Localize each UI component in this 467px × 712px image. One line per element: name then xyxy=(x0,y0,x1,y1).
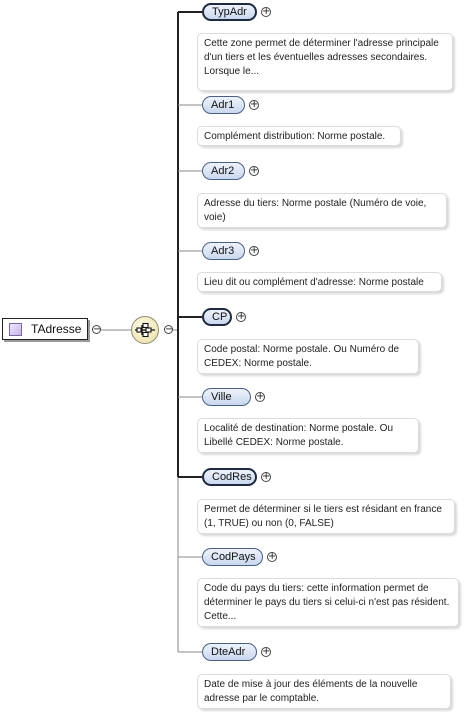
expand-toggle[interactable]: + xyxy=(261,471,271,482)
element-node-adr2[interactable]: Adr2 xyxy=(202,162,245,180)
expand-toggle[interactable]: + xyxy=(267,551,277,562)
documentation-box: Lieu dit ou complément d'adresse: Norme … xyxy=(197,272,442,292)
element-node-adr3[interactable]: Adr3 xyxy=(202,242,245,260)
element-node-dteadr[interactable]: DteAdr xyxy=(202,643,257,661)
root-collapse-toggle[interactable]: − xyxy=(92,324,102,335)
documentation-box: Code postal: Norme postale. Ou Numéro de… xyxy=(197,339,419,374)
root-element-box[interactable]: TAdresse xyxy=(2,318,88,340)
documentation-box: Cette zone permet de déterminer l'adress… xyxy=(197,33,453,91)
sequence-collapse-toggle[interactable]: − xyxy=(164,324,174,335)
documentation-box: Code du pays du tiers: cette information… xyxy=(197,578,459,627)
documentation-box: Complément distribution: Norme postale. xyxy=(197,126,401,146)
sequence-compositor[interactable] xyxy=(131,316,159,344)
root-element-label: TAdresse xyxy=(31,322,82,336)
expand-toggle[interactable]: + xyxy=(255,391,265,402)
complex-type-icon xyxy=(9,322,22,336)
expand-toggle[interactable]: + xyxy=(249,165,259,176)
element-node-cp[interactable]: CP xyxy=(202,308,232,326)
expand-toggle[interactable]: + xyxy=(249,245,259,256)
element-node-codres[interactable]: CodRes xyxy=(202,468,257,486)
expand-toggle[interactable]: + xyxy=(261,646,271,657)
documentation-box: Permet de déterminer si le tiers est rés… xyxy=(197,499,455,534)
expand-toggle[interactable]: + xyxy=(249,99,259,110)
documentation-box: Date de mise à jour des éléments de la n… xyxy=(197,674,451,709)
documentation-box: Localité de destination: Norme postale. … xyxy=(197,418,419,453)
element-node-ville[interactable]: Ville xyxy=(202,388,251,406)
expand-toggle[interactable]: + xyxy=(236,311,246,322)
element-node-typadr[interactable]: TypAdr xyxy=(202,3,257,21)
element-node-codpays[interactable]: CodPays xyxy=(202,548,263,566)
element-node-adr1[interactable]: Adr1 xyxy=(202,96,245,114)
expand-toggle[interactable]: + xyxy=(261,6,271,17)
sequence-compositor-icon xyxy=(135,322,155,338)
documentation-box: Adresse du tiers: Norme postale (Numéro … xyxy=(197,193,447,228)
